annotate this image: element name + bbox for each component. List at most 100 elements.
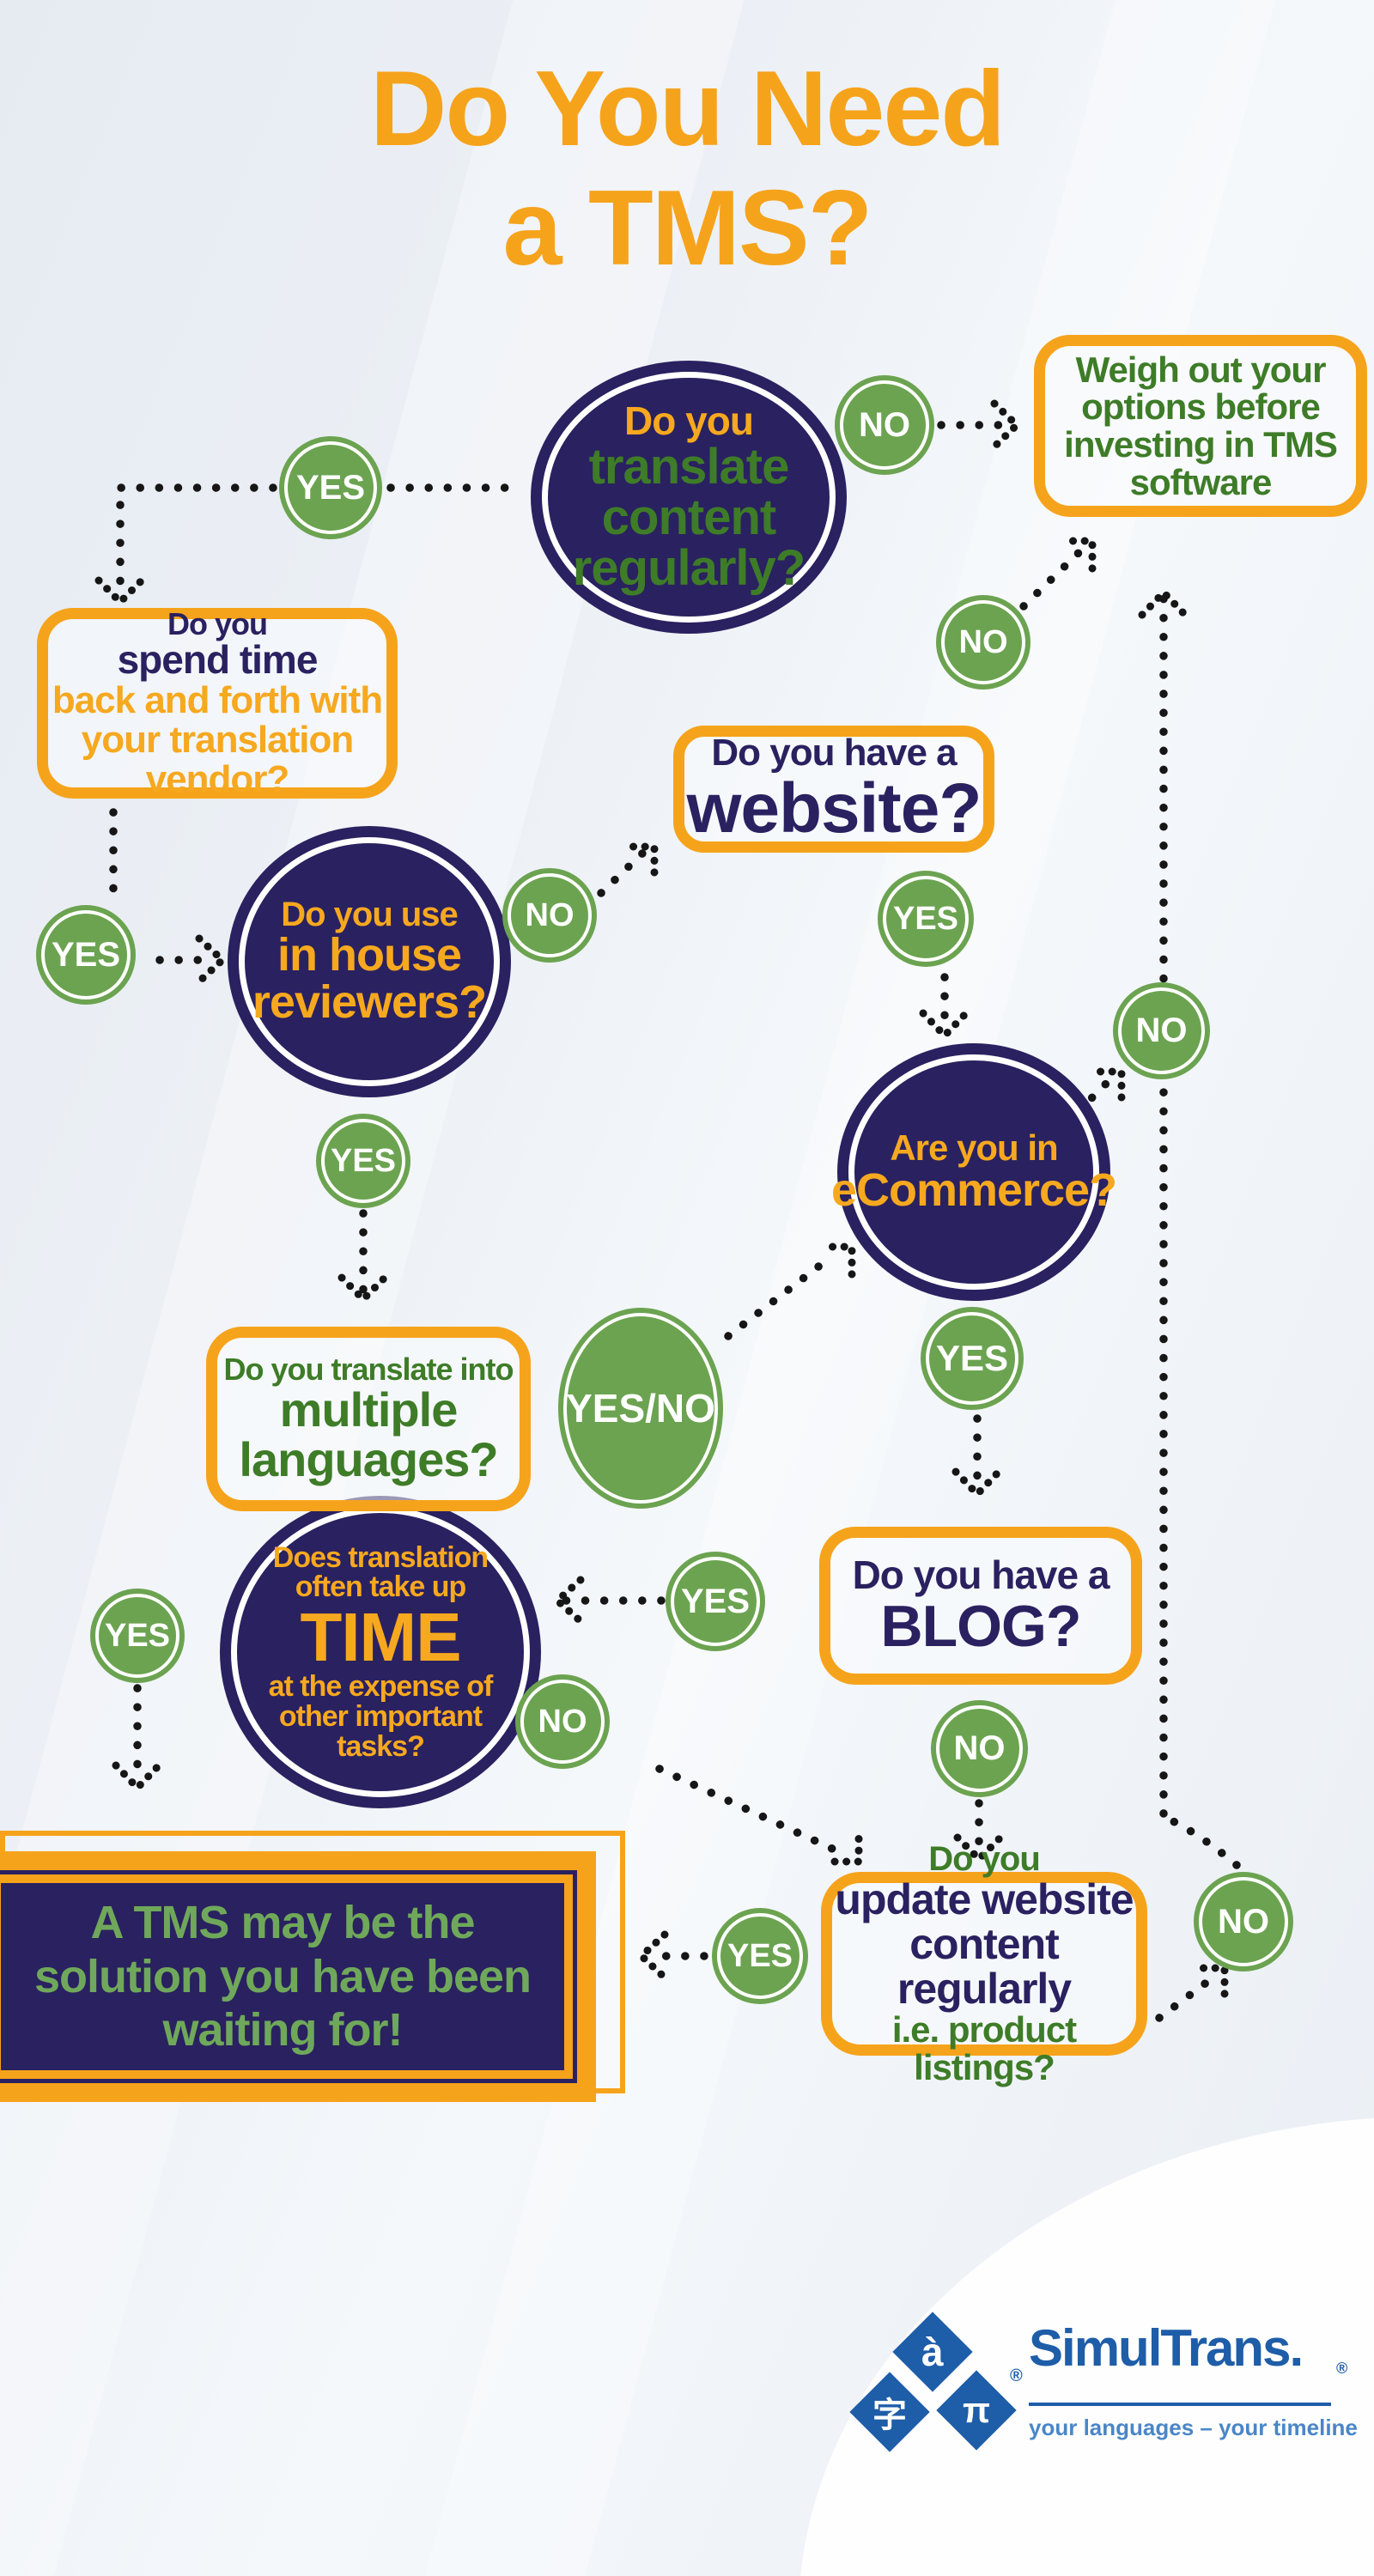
badge-no-translate: NO (835, 375, 934, 475)
dotted-line (724, 1251, 837, 1340)
question-text: content (601, 489, 776, 545)
question-text: eCommerce? (830, 1163, 1117, 1216)
question-inhouse-reviewers: Do you use in house reviewers? (228, 826, 511, 1097)
question-vendor-backforth: Do you spend time back and forth with yo… (37, 605, 398, 799)
question-text: website? (686, 769, 982, 848)
badge-label: NO (953, 1729, 1006, 1767)
outcome-text: investing in TMS (1064, 424, 1338, 465)
badge-label: NO (958, 623, 1008, 660)
badge-no-blog: NO (931, 1700, 1028, 1797)
result-banner: A TMS may be the solution you have been … (0, 1831, 625, 2102)
arrowhead (624, 842, 659, 877)
logo-registered-mark: ® (1010, 2366, 1023, 2385)
question-text: translate (588, 438, 790, 495)
dotted-line (1155, 1972, 1219, 2022)
question-update-website-content: Do you update website content regularly … (821, 1841, 1147, 2086)
dotted-line (1167, 1816, 1241, 1869)
dotted-lines (109, 421, 1241, 2022)
logo-glyph-cjk: 字 (872, 2397, 907, 2434)
question-text: TIME (300, 1598, 461, 1675)
question-text: i.e. product listings? (891, 2009, 1077, 2087)
arrowhead (830, 1833, 863, 1866)
question-text: Does translation (272, 1540, 489, 1574)
arrowhead (1091, 1067, 1126, 1102)
result-banner-border: A TMS may be the solution you have been … (0, 1870, 577, 2083)
question-text: often take up (295, 1571, 467, 1604)
question-text: tasks? (337, 1729, 425, 1763)
question-text: update website (835, 1875, 1134, 1924)
badge-label: YES (104, 1617, 171, 1654)
question-text: your translation (81, 718, 354, 761)
badge-yes-blog: YES (666, 1552, 765, 1651)
question-text: Do you (928, 1839, 1041, 1878)
question-website: Do you have a website? (673, 726, 994, 853)
badge-yes-website: YES (878, 871, 974, 967)
badge-no-time: NO (515, 1674, 610, 1769)
result-text: waiting for! (162, 2004, 404, 2057)
badge-label: NO (538, 1703, 587, 1740)
question-translation-time: Does translation often take up TIME at t… (220, 1496, 541, 1808)
badge-label: YES (51, 935, 121, 974)
arrowhead (337, 1273, 389, 1305)
logo-glyph-accent: à (921, 2330, 944, 2374)
result-text: solution you have been (33, 1950, 532, 2002)
badge-label: NO (859, 405, 910, 444)
badge-label: YES (892, 900, 959, 937)
question-ecommerce: Are you in eCommerce? (831, 1043, 1117, 1301)
arrowhead (820, 1242, 856, 1279)
badge-yes-vendor: YES (36, 905, 136, 1005)
logo-divider-line (1029, 2403, 1331, 2406)
badge-no-update: NO (1194, 1872, 1293, 1971)
question-text: reviewers? (252, 976, 487, 1029)
badge-label: YES (935, 1338, 1009, 1378)
badge-yes-ecommerce: YES (921, 1307, 1024, 1410)
badge-label: NO (1218, 1902, 1269, 1941)
arrowhead (1062, 537, 1097, 573)
badge-label: NO (525, 896, 575, 933)
result-banner-frame: A TMS may be the solution you have been … (0, 1851, 596, 2102)
badge-label: YES (727, 1937, 793, 1974)
question-text: other important (278, 1700, 483, 1734)
arrowhead (919, 1009, 970, 1042)
question-multiple-languages: Do you translate into multiple languages… (206, 1327, 531, 1511)
question-text: Do you use (281, 895, 459, 933)
question-text: in house (277, 929, 462, 981)
dotted-line (1019, 544, 1088, 611)
outcome-text: software (1129, 461, 1273, 502)
arrowhead (990, 399, 1023, 451)
arrowhead (94, 576, 146, 608)
page-title: Do You Need a TMS? (0, 50, 1374, 289)
outcome-text: Weigh out your (1075, 349, 1327, 390)
badge-yes-reviewers: YES (316, 1114, 410, 1208)
logo-registered-mark: ® (1336, 2360, 1348, 2377)
badge-no-ecommerce: NO (1113, 982, 1210, 1079)
question-translate-regularly: Do you translate content regularly? (531, 361, 847, 634)
question-text: languages? (239, 1432, 498, 1487)
arrowhead (551, 1576, 585, 1625)
dotted-line (597, 848, 648, 897)
question-text: Are you in (890, 1127, 1058, 1169)
badge-no-website: NO (936, 595, 1030, 690)
badge-label: YES (330, 1142, 397, 1179)
arrowhead (635, 1930, 669, 1982)
badge-label: YES (680, 1582, 751, 1620)
question-text: Do you have a (852, 1552, 1110, 1597)
question-text: back and forth with (52, 679, 383, 722)
question-blog: Do you have a BLOG? (819, 1527, 1142, 1685)
arrowhead (195, 934, 228, 986)
question-text: regularly? (572, 540, 806, 597)
question-text: multiple (279, 1382, 459, 1437)
badge-yes-translate: YES (279, 436, 382, 539)
arrowhead (1138, 586, 1189, 619)
badge-yes-update: YES (712, 1908, 808, 2004)
arrowhead (953, 1833, 1005, 1865)
question-text: spend time (117, 637, 319, 683)
page-title-line1: Do You Need (369, 50, 1006, 168)
badge-no-reviewers: NO (502, 868, 597, 963)
result-banner-panel: A TMS may be the solution you have been … (1, 1883, 564, 2070)
outcome-weigh-options: Weigh out your options before investing … (1034, 335, 1367, 517)
badge-label: NO (1135, 1012, 1188, 1049)
dotted-arrowheads (94, 399, 1229, 1998)
question-text: Do you (167, 605, 268, 641)
